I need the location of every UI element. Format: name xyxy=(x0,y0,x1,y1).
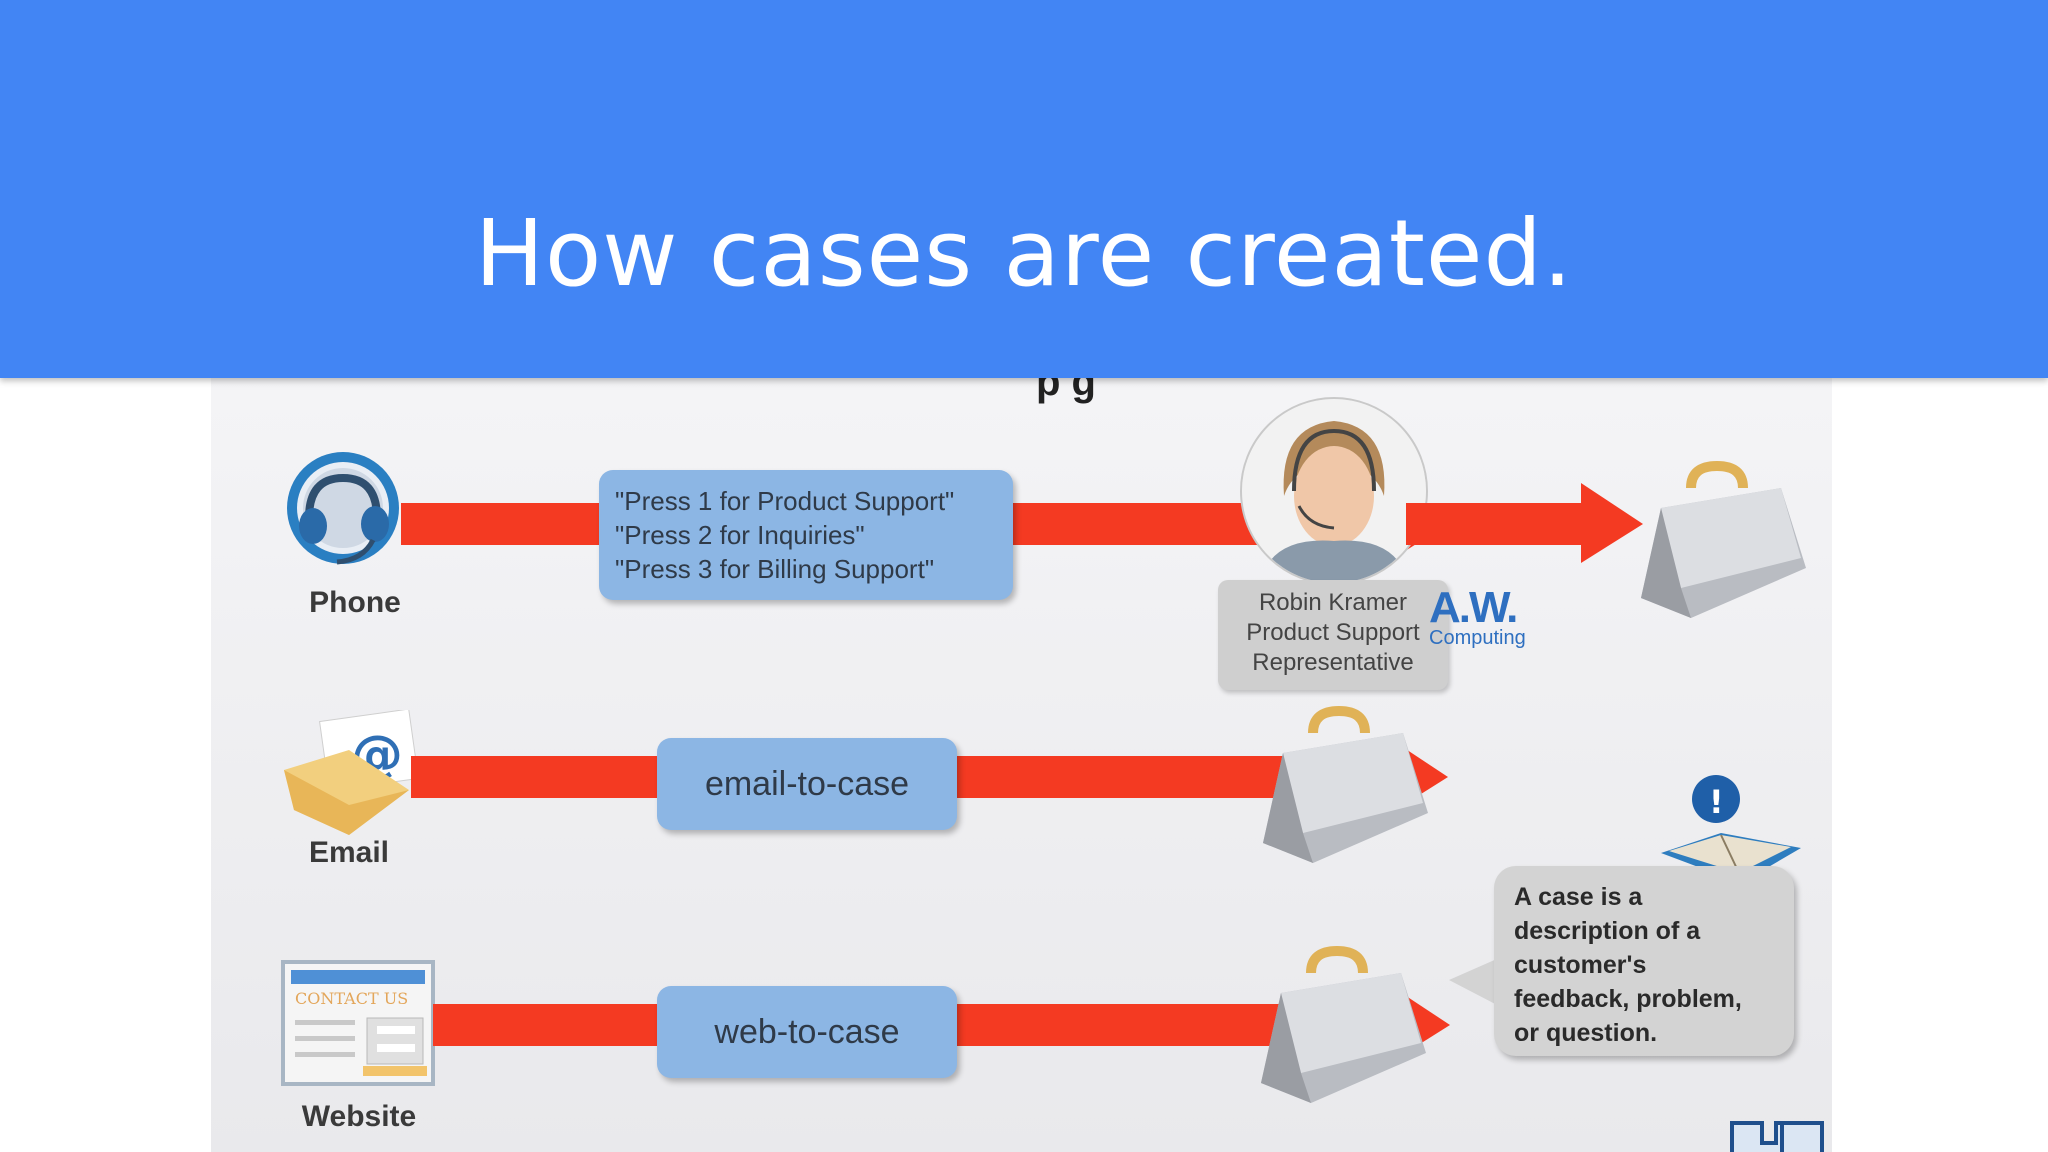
ivr-line-1: "Press 1 for Product Support" xyxy=(615,486,955,516)
representative-title-line1: Product Support xyxy=(1246,619,1420,646)
email-to-case-box: email-to-case xyxy=(657,738,957,830)
case-creation-diagram: p g Phone "Press 1 for Product Support" … xyxy=(211,378,1832,1152)
channel-label-phone: Phone xyxy=(309,586,401,619)
callout-line: description of a xyxy=(1514,917,1701,945)
flow-arrow xyxy=(1406,483,1643,563)
case-briefcase-icon xyxy=(1261,945,1426,1103)
representative-photo xyxy=(1240,397,1428,585)
university-logo-icon xyxy=(1730,1121,1824,1152)
web-to-case-box: web-to-case xyxy=(657,986,957,1078)
headset-icon xyxy=(287,452,399,565)
website-icon: CONTACT US xyxy=(281,960,435,1086)
callout-pointer xyxy=(1449,958,1499,1006)
channel-label-email: Email xyxy=(308,836,390,869)
callout-line: customer's xyxy=(1514,951,1647,979)
company-logo-sub: Computing xyxy=(1429,627,1526,649)
website-icon-text: CONTACT US xyxy=(295,989,408,1008)
representative-title-line2: Representative xyxy=(1252,649,1414,676)
exclamation-icon: ! xyxy=(1709,783,1724,821)
slide-header: How cases are created. xyxy=(0,0,2048,378)
case-briefcase-icon xyxy=(1641,460,1806,618)
company-logo-mark: A.W. xyxy=(1429,583,1518,632)
ivr-line-3: "Press 3 for Billing Support" xyxy=(615,554,935,584)
ivr-menu-box: "Press 1 for Product Support" "Press 2 f… xyxy=(599,470,1013,600)
company-logo: A.W. Computing xyxy=(1429,583,1526,649)
ivr-line-2: "Press 2 for Inquiries" xyxy=(615,520,865,550)
channel-label-website: Website xyxy=(301,1100,417,1133)
case-definition-callout: A case is a description of a customer's … xyxy=(1494,866,1794,1056)
callout-line: feedback, problem, xyxy=(1514,985,1742,1013)
callout-line: A case is a xyxy=(1514,883,1643,911)
representative-name: Robin Kramer xyxy=(1258,589,1408,616)
callout-line: or question. xyxy=(1514,1019,1658,1047)
representative-card: Robin Kramer Product Support Representat… xyxy=(1218,580,1448,690)
book-icon: ! xyxy=(1661,775,1801,883)
email-icon: @ xyxy=(284,710,419,835)
cropped-heading-fragment: p g xyxy=(1036,378,1096,404)
case-briefcase-icon xyxy=(1263,705,1428,863)
slide-title: How cases are created. xyxy=(474,200,1574,307)
